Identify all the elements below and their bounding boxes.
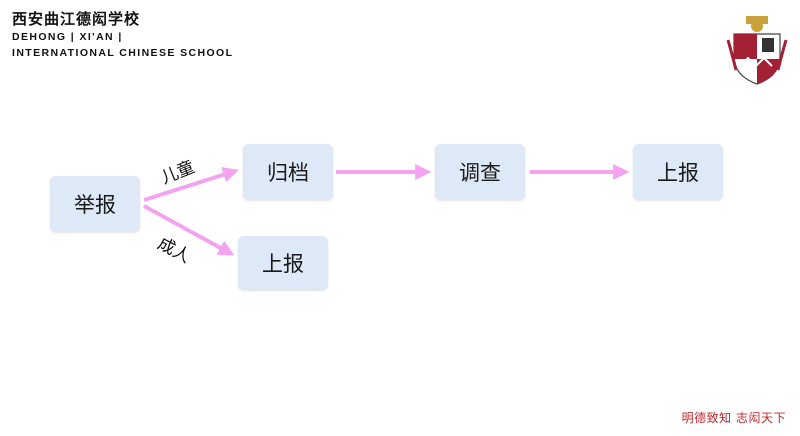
school-name-en-line1: DEHONG | XI'AN | xyxy=(12,31,123,43)
school-crest-icon xyxy=(726,16,788,85)
arrow-report-to-archive xyxy=(143,167,239,202)
school-motto: 明德致知 志闳天下 xyxy=(681,411,786,425)
node-submit-bottom: 上报 xyxy=(238,236,328,290)
node-submit-top: 上报 xyxy=(633,144,723,200)
school-name-en-line2: INTERNATIONAL CHINESE SCHOOL xyxy=(12,47,234,59)
node-report: 举报 xyxy=(50,176,140,232)
school-name-cn: 西安曲江德闳学校 xyxy=(12,10,141,28)
node-investigate: 调查 xyxy=(435,144,525,200)
node-archive: 归档 xyxy=(243,144,333,200)
school-header: 西安曲江德闳学校 DEHONG | XI'AN | INTERNATIONAL … xyxy=(12,10,233,61)
arrow-report-to-submit-bottom xyxy=(143,204,235,256)
